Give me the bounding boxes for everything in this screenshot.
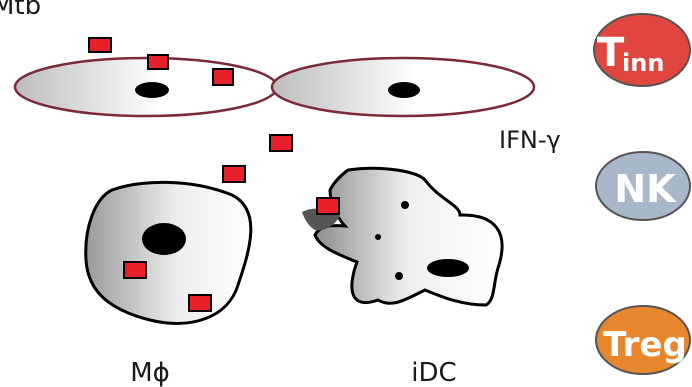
dendritic-cell [302, 166, 504, 307]
antigen-square [123, 261, 147, 279]
macrophage-cell [84, 180, 253, 325]
mtb-label: Mtb [0, 0, 41, 21]
antigen-square [316, 197, 340, 215]
nk-text: NK [614, 167, 677, 211]
bacterium-right-nucleoid [388, 82, 420, 98]
bacterium-left [13, 56, 279, 118]
t-inn-badge: T inn [593, 13, 691, 87]
treg-badge: Treg [595, 305, 691, 375]
dendritic-granule-2 [401, 201, 409, 209]
macrophage-nucleus [142, 223, 186, 255]
t-inn-subscript: inn [622, 49, 664, 77]
macrophage-label: Mϕ [130, 358, 170, 387]
ifn-gamma-label: IFN-γ [499, 126, 561, 154]
antigen-square [188, 294, 212, 312]
antigen-square [269, 134, 293, 152]
t-inn-main-letter: T [597, 30, 625, 76]
antigen-square [88, 37, 112, 53]
dendritic-granule-1 [375, 234, 381, 240]
bacterium-right [270, 56, 536, 118]
antigen-square [212, 68, 234, 86]
antigen-square [147, 54, 169, 70]
bacterium-left-nucleoid [135, 82, 169, 98]
dendritic-cell-label: iDC [411, 358, 456, 387]
treg-text: Treg [603, 325, 687, 365]
dendritic-nucleus [427, 259, 469, 277]
nk-badge: NK [595, 151, 691, 221]
antigen-square [222, 165, 246, 183]
dendritic-granule-3 [395, 272, 403, 280]
